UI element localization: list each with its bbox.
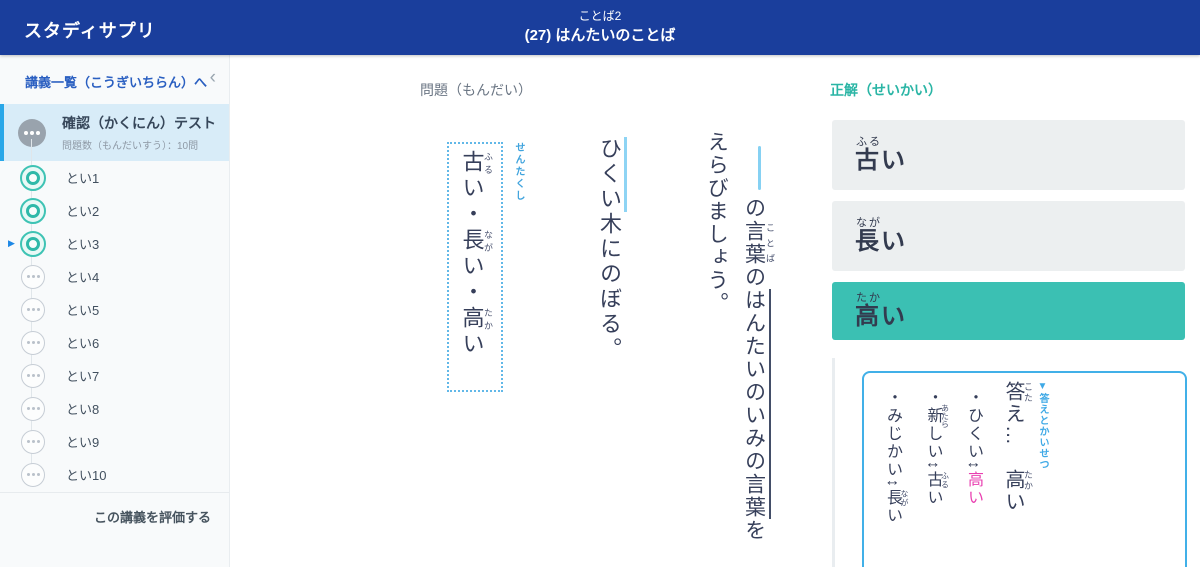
test-texts: 確認（かくにん）テスト 問題数（もんだいすう）：10問: [62, 113, 216, 152]
question-status-icon: [20, 164, 46, 191]
choices-box: 古ふるい・長ながい・高たかい: [447, 142, 503, 392]
answer-options: 古ふるい 長ながい 高たかい: [832, 120, 1185, 351]
sidebar-item-toi-2[interactable]: ▶ とい2: [0, 194, 229, 227]
answer-option-3[interactable]: 高たかい: [832, 282, 1185, 340]
lesson-category: ことば2: [578, 9, 622, 23]
question-label: とい4: [66, 270, 100, 285]
sidebar-item-toi-1[interactable]: ▶ とい1: [0, 161, 229, 194]
rate-lecture-link[interactable]: この講義を評価する: [93, 510, 211, 525]
sidebar-item-toi-8[interactable]: ▶ とい8: [0, 392, 229, 425]
sidebar-item-toi-5[interactable]: ▶ とい5: [0, 293, 229, 326]
collapse-sidebar-chevron-icon[interactable]: ‹: [209, 67, 216, 88]
panel-divider: [832, 358, 835, 567]
answer-option-word: 高たかい: [855, 291, 907, 330]
lesson-title: (27) はんたいのことば: [524, 27, 676, 44]
question-label: とい6: [66, 336, 100, 351]
question-label: とい7: [66, 369, 100, 384]
problem-heading: 問題（もんだい）: [420, 82, 532, 98]
explanation-box: ▼答えとかいせつ 答こたえ… 高たかい ・ひくい↕高い・新あたらしい↕古ふるい・…: [862, 371, 1187, 567]
question-status-icon: [20, 197, 46, 224]
question-label: とい3: [66, 237, 100, 252]
answer-option-1[interactable]: 古ふるい: [832, 120, 1185, 190]
sidebar-header: 講義一覧（こうぎいちらん）へ ‹: [0, 55, 229, 104]
sidebar-item-toi-6[interactable]: ▶ とい6: [0, 326, 229, 359]
answer-option-2[interactable]: 長ながい: [832, 201, 1185, 271]
test-ellipsis-icon: [18, 118, 46, 147]
sidebar-item-kakunin-test[interactable]: 確認（かくにん）テスト 問題数（もんだいすう）：10問: [0, 104, 229, 161]
sidebar-footer: この講義を評価する: [0, 492, 229, 527]
question-status-icon: [21, 297, 45, 322]
sidebar-item-toi-3[interactable]: ▶ とい3: [0, 227, 229, 260]
antonym-pair-2: ・新あたらしい↕古ふるい: [924, 389, 950, 507]
back-to-lecture-list-link[interactable]: 講義一覧（こうぎいちらん）へ: [25, 75, 208, 90]
question-list: ▶ とい1 ▶ とい2 ▶ とい3 ▶ とい4 ▶ とい5 ▶ とい6 ▶ とい…: [0, 161, 229, 491]
question-status-icon: [20, 230, 46, 257]
example-sentence: ひくい木にのぼる。: [594, 137, 627, 362]
instruction-line-1: の言葉ことばのはんたいのいみの言葉を: [740, 131, 775, 542]
instruction-line-2: えらびましょう。: [705, 131, 729, 315]
correct-answer-heading: 正解（せいかい）: [830, 82, 942, 98]
question-label: とい1: [66, 171, 100, 186]
question-label: とい10: [66, 468, 107, 483]
studysapuri-logo[interactable]: スタディサプリ: [24, 21, 156, 41]
antonym-pair-1: ・ひくい↕高い: [965, 389, 982, 507]
answer-option-word: 古ふるい: [855, 135, 907, 174]
app-header: スタディサプリ ことば2 (27) はんたいのことば: [0, 0, 1200, 55]
sidebar-item-toi-9[interactable]: ▶ とい9: [0, 425, 229, 458]
question-status-icon: [21, 396, 45, 421]
test-title: 確認（かくにん）テスト: [62, 115, 216, 131]
question-label: とい8: [66, 402, 100, 417]
explanation-label: ▼答えとかいせつ: [1037, 381, 1048, 470]
question-label: とい5: [66, 303, 100, 318]
question-label: とい9: [66, 435, 100, 450]
question-status-icon: [21, 264, 45, 289]
antonym-pair-3: ・みじかい↕長ながい: [884, 389, 909, 525]
test-question-count: 問題数（もんだいすう）：10問: [62, 141, 199, 152]
explanation-answer: 答こたえ… 高たかい: [1002, 381, 1033, 513]
explanation-content: ▼答えとかいせつ 答こたえ… 高たかい ・ひくい↕高い・新あたらしい↕古ふるい・…: [880, 381, 1050, 563]
question-status-icon: [21, 462, 45, 487]
question-status-icon: [21, 330, 45, 355]
current-question-triangle-icon: ▶: [8, 238, 15, 248]
choices-text: 古ふるい・長ながい・高たかい: [459, 150, 494, 358]
choices-label: せんたくし: [513, 142, 524, 202]
question-instruction: の言葉ことばのはんたいのいみの言葉を えらびましょう。: [703, 131, 775, 542]
question-label: とい2: [66, 204, 100, 219]
lecture-sidebar: 講義一覧（こうぎいちらん）へ ‹ 確認（かくにん）テスト 問題数（もんだいすう）…: [0, 55, 230, 567]
sidebar-item-toi-10[interactable]: ▶ とい10: [0, 458, 229, 491]
sidebar-item-toi-4[interactable]: ▶ とい4: [0, 260, 229, 293]
sidebar-item-toi-7[interactable]: ▶ とい7: [0, 359, 229, 392]
question-status-icon: [21, 363, 45, 388]
answer-option-word: 長ながい: [855, 216, 907, 255]
question-status-icon: [21, 429, 45, 454]
